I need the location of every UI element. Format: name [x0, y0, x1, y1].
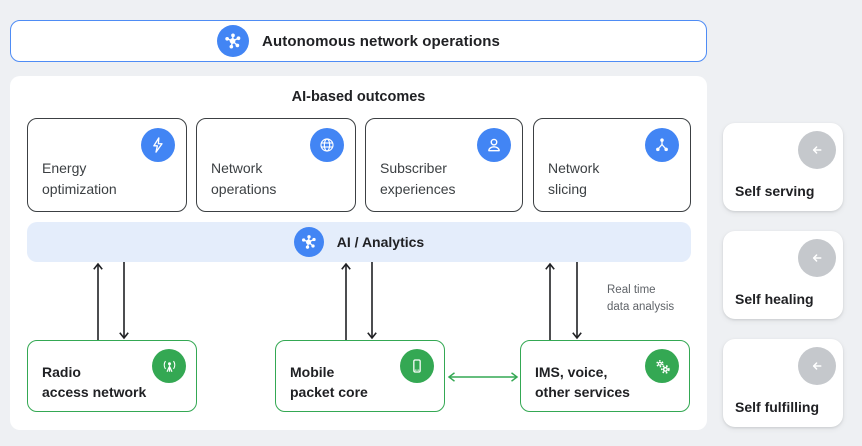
box-label: Mobile packet core	[290, 364, 368, 400]
arrow-down-ims	[572, 262, 582, 340]
network-nodes-icon	[645, 128, 679, 162]
side-card-self-fulfilling: Self fulfilling	[723, 339, 843, 427]
card-label: Energy optimization	[42, 160, 117, 197]
arrow-up-ran	[93, 262, 103, 340]
card-label: Network operations	[211, 160, 277, 197]
box-radio-access-network: Radio access network	[27, 340, 197, 412]
arrow-up-ims	[545, 262, 555, 340]
box-mobile-packet-core: Mobile packet core	[275, 340, 445, 412]
arrow-bidirectional-core-ims	[447, 372, 519, 382]
card-network-operations: Network operations	[196, 118, 356, 212]
arrow-left-icon	[798, 239, 836, 277]
smartphone-icon	[400, 349, 434, 383]
card-subscriber-experiences: Subscriber experiences	[365, 118, 523, 212]
gears-icon	[645, 349, 679, 383]
ai-spark-icon	[217, 25, 250, 57]
arrow-left-icon	[798, 347, 836, 385]
box-label: Radio access network	[42, 364, 147, 400]
side-card-self-serving: Self serving	[723, 123, 843, 211]
real-time-data-analysis-note: Real time data analysis	[607, 284, 675, 313]
ai-analytics-bar: AI / Analytics	[27, 222, 691, 262]
globe-icon	[310, 128, 344, 162]
autonomous-network-operations-banner: Autonomous network operations	[10, 20, 707, 62]
banner-title: Autonomous network operations	[262, 32, 500, 50]
card-label: Network slicing	[548, 160, 600, 197]
side-card-label: Self healing	[735, 291, 814, 307]
ai-outcomes-panel: AI-based outcomes Energy optimization	[10, 76, 707, 430]
side-card-label: Self serving	[735, 183, 815, 199]
arrow-left-icon	[798, 131, 836, 169]
arrow-down-ran	[119, 262, 129, 340]
side-card-self-healing: Self healing	[723, 231, 843, 319]
card-network-slicing: Network slicing	[533, 118, 691, 212]
arrow-up-packet-core	[341, 262, 351, 340]
card-label: Subscriber experiences	[380, 160, 456, 197]
side-card-label: Self fulfilling	[735, 399, 819, 415]
bolt-icon	[141, 128, 175, 162]
panel-title: AI-based outcomes	[291, 89, 426, 105]
box-label: IMS, voice, other services	[535, 364, 630, 400]
arrow-down-packet-core	[367, 262, 377, 340]
box-ims-voice-other-services: IMS, voice, other services	[520, 340, 690, 412]
person-icon	[477, 128, 511, 162]
antenna-icon	[152, 349, 186, 383]
ai-spark-icon	[293, 227, 324, 257]
card-energy-optimization: Energy optimization	[27, 118, 187, 212]
ai-analytics-label: AI / Analytics	[336, 234, 425, 250]
